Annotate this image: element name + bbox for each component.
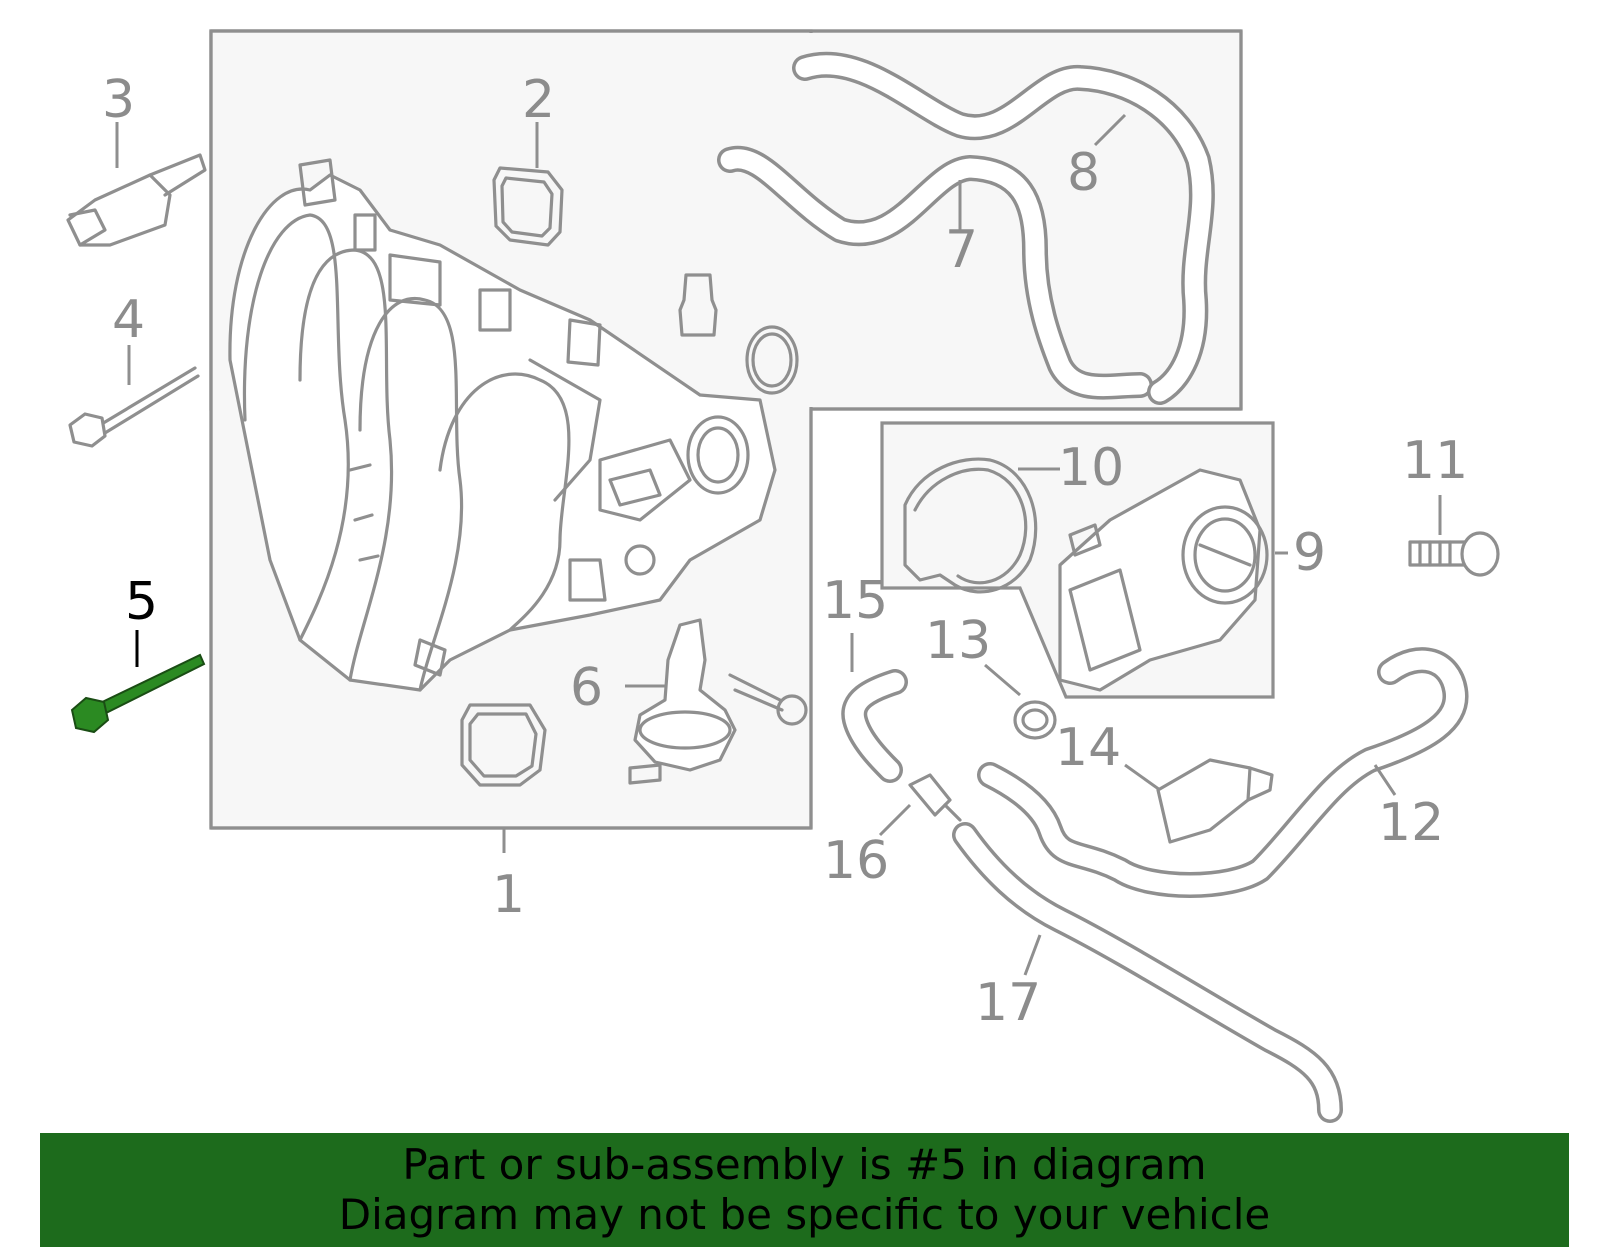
callout-8: 8: [1067, 143, 1100, 203]
callout-10: 10: [1058, 438, 1124, 498]
callout-2: 2: [522, 70, 555, 130]
callout-11: 11: [1402, 431, 1468, 491]
solenoid-14: [1156, 758, 1274, 844]
callout-6: 6: [570, 658, 603, 718]
bolt-11: [1408, 531, 1500, 577]
callout-12: 12: [1378, 793, 1444, 853]
valve-16: [908, 773, 962, 822]
callout-4: 4: [112, 290, 145, 350]
plug: [678, 273, 718, 337]
bolt-5-highlighted: [70, 653, 206, 734]
banner-line-2: Diagram may not be specific to your vehi…: [338, 1190, 1271, 1239]
callout-15: 15: [822, 571, 888, 631]
callout-9: 9: [1293, 523, 1326, 583]
callout-13: 13: [925, 611, 991, 671]
callout-3: 3: [102, 70, 135, 130]
vacuum-valve-6: [628, 618, 808, 785]
callout-7: 7: [945, 220, 978, 280]
banner-line-1: Part or sub-assembly is #5 in diagram: [402, 1140, 1207, 1189]
throttle-body-9: [1058, 468, 1269, 692]
callout-16: 16: [823, 831, 889, 891]
leader-lines: [115, 113, 1442, 976]
bolt-4: [68, 366, 200, 448]
callout-14: 14: [1055, 718, 1121, 778]
intake-manifold: [228, 158, 777, 692]
o-ring: [745, 325, 799, 395]
callout-5: 5: [125, 572, 158, 632]
callout-1: 1: [492, 865, 525, 925]
clamp-13: [1013, 700, 1057, 740]
gasket-2: [492, 166, 564, 247]
sensor-3: [66, 153, 207, 247]
gasket-lower: [460, 703, 547, 787]
gasket-10: [903, 457, 1038, 594]
callout-17: 17: [975, 973, 1041, 1033]
info-banner: Part or sub-assembly is #5 in diagram Di…: [40, 1133, 1569, 1247]
